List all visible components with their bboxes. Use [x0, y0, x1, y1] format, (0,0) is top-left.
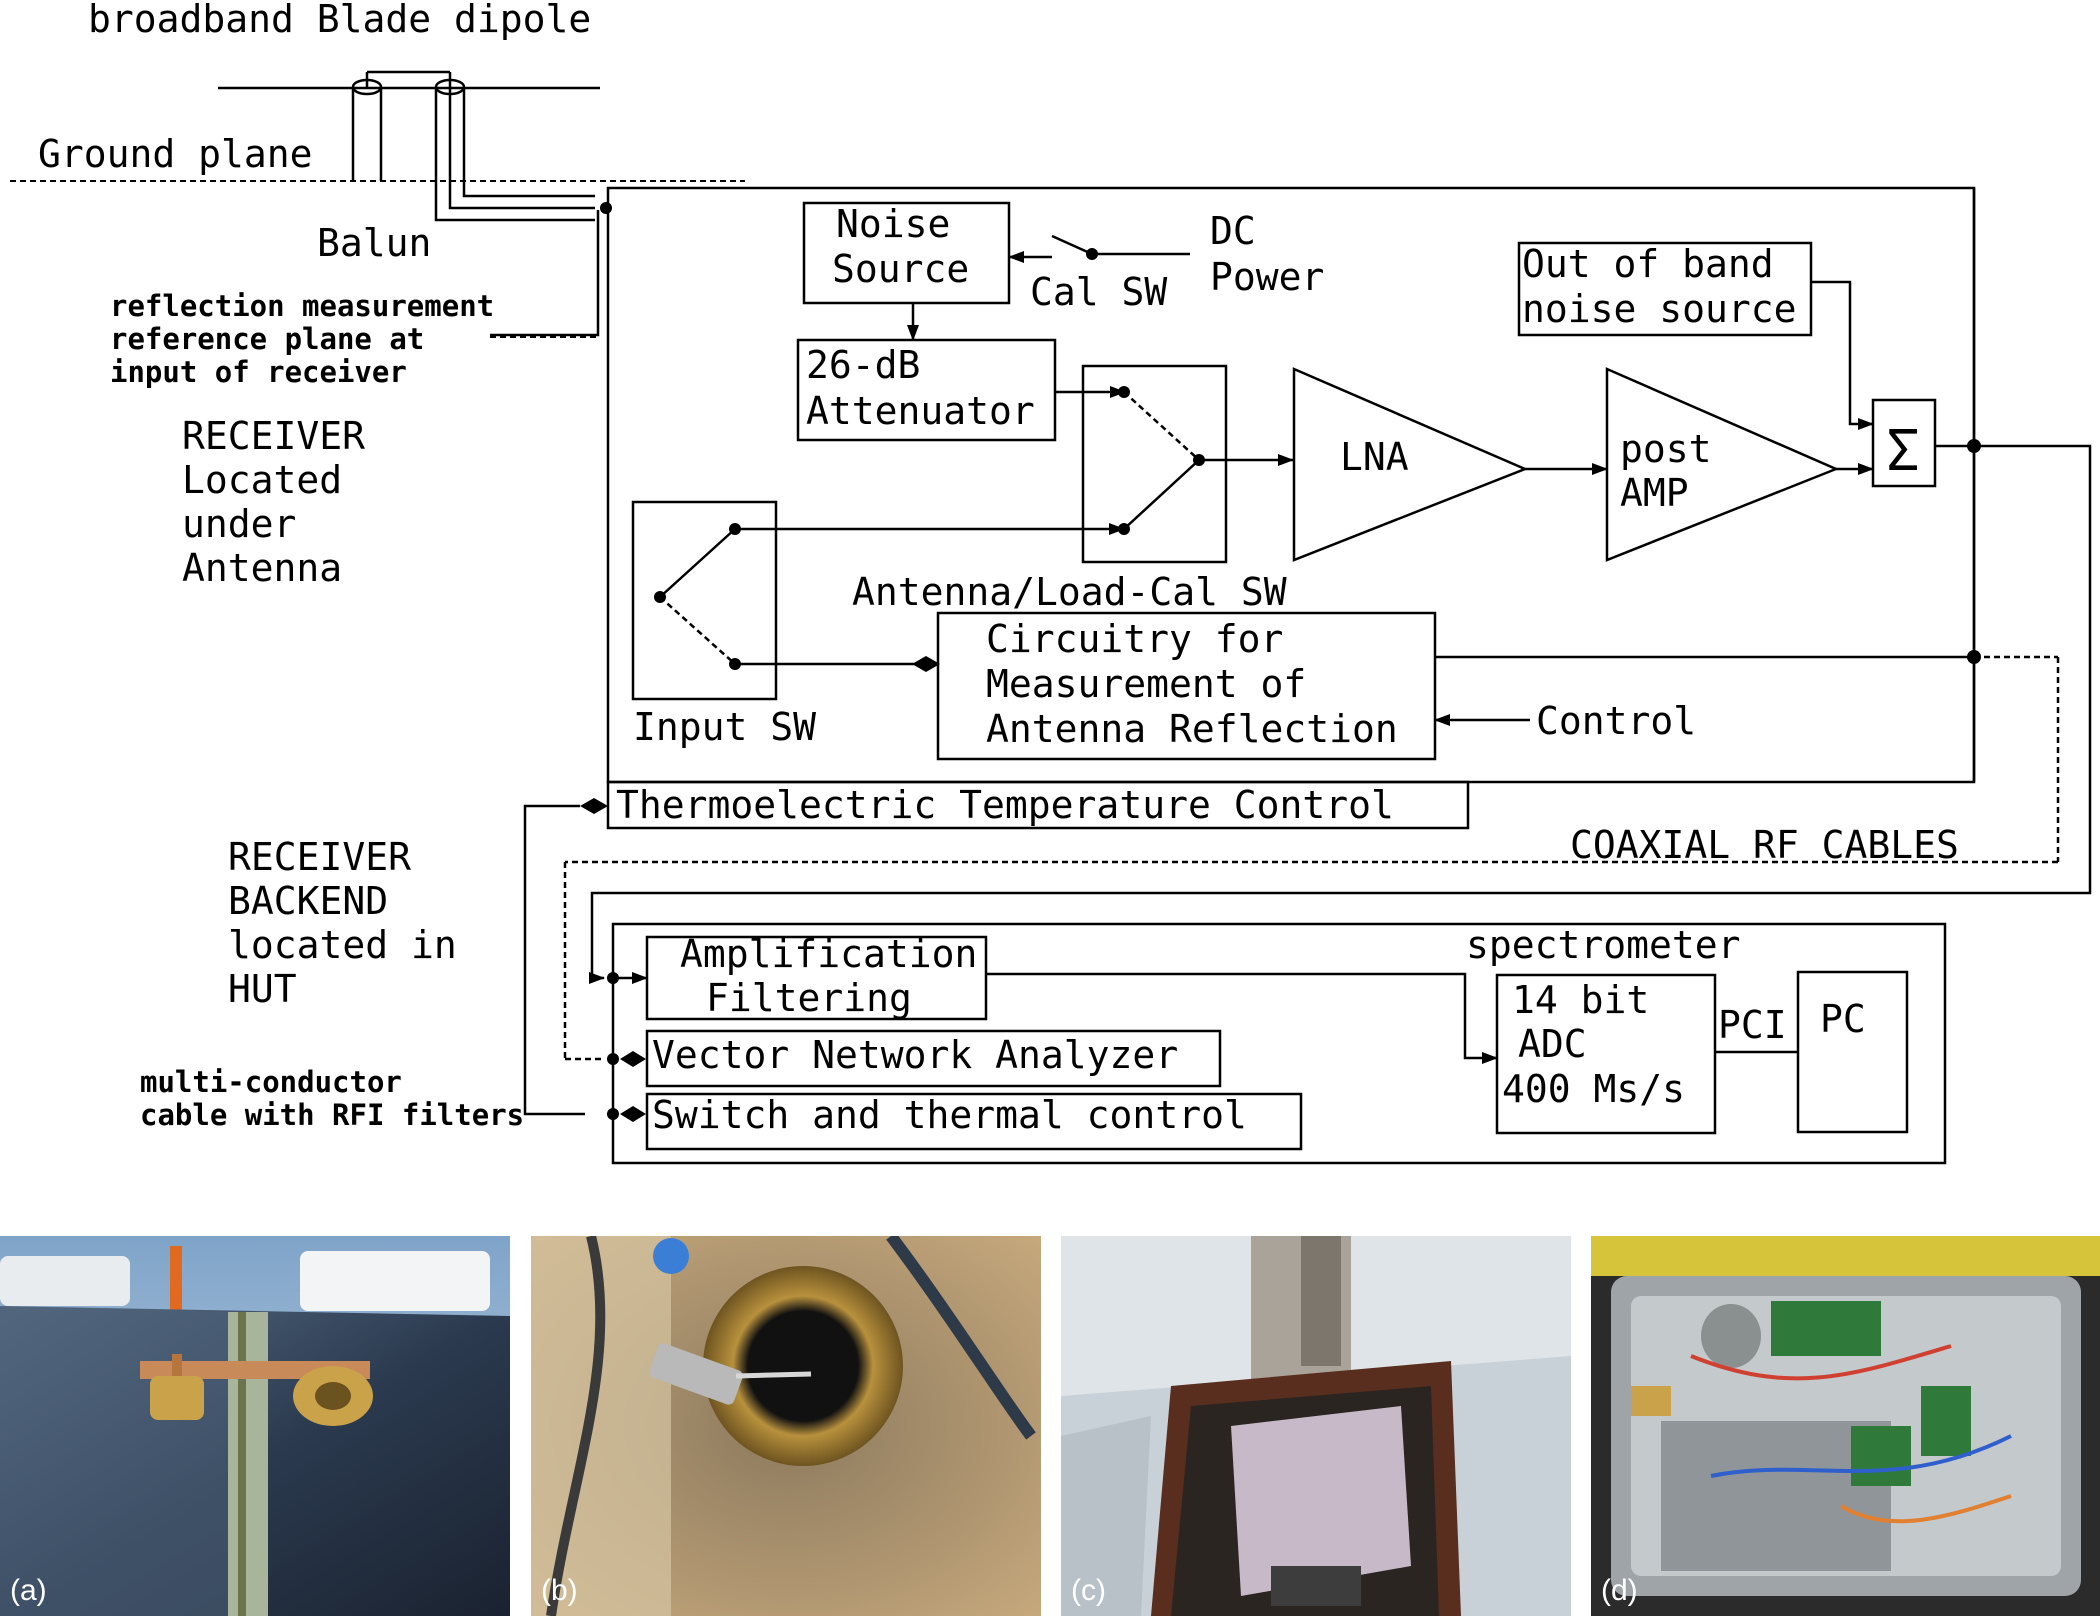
noise-source-label-1: Noise [836, 202, 950, 246]
control-label: Control [1536, 699, 1696, 743]
out-of-band-label-1: Out of band [1522, 242, 1774, 286]
photo-b-balun-connector: (b) [531, 1236, 1041, 1616]
receiver-label-4: Antenna [182, 546, 342, 590]
adc-label-1: 14 bit [1512, 978, 1649, 1022]
sum-symbol: Σ [1886, 419, 1920, 484]
multi-conductor-label-1: multi-conductor [140, 1065, 402, 1099]
photo-b-label: (b) [541, 1574, 578, 1607]
photo-d-label: (d) [1601, 1574, 1638, 1607]
circuitry-label-2: Measurement of [986, 662, 1306, 706]
ref-plane-label-2: reference plane at [110, 322, 424, 356]
pc-label: PC [1820, 997, 1866, 1041]
receiver-label-2: Located [182, 458, 342, 502]
circuitry-label-3: Antenna Reflection [986, 707, 1398, 751]
circuitry-label-1: Circuitry for [986, 617, 1283, 661]
photo-c-receiver-enclosure: (c) [1061, 1236, 1571, 1616]
block-diagram: Σ broadband Blade dipole Ground plane Ba… [10, 0, 2092, 1165]
amp-filter-label-1: Amplification [680, 932, 977, 976]
backend-label-2: BACKEND [228, 879, 388, 923]
backend-label-1: RECEIVER [228, 835, 411, 879]
lna-label: LNA [1340, 435, 1409, 479]
photo-a-blade-dipole: (a) [0, 1236, 510, 1616]
amp-filter-label-2: Filtering [706, 976, 912, 1020]
antenna-title: broadband Blade dipole [88, 0, 591, 41]
coax-label: COAXIAL RF CABLES [1570, 823, 1959, 867]
pci-label: PCI [1718, 1003, 1787, 1047]
attenuator-label-1: 26-dB [806, 343, 920, 387]
antenna-load-cal-sw-label: Antenna/Load-Cal SW [852, 570, 1287, 614]
thermo-label: Thermoelectric Temperature Control [616, 783, 1394, 827]
attenuator-label-2: Attenuator [806, 389, 1035, 433]
dc-power-label-2: Power [1210, 255, 1324, 299]
post-amp-label-1: post [1620, 427, 1712, 471]
receiver-label-3: under [182, 502, 296, 546]
adc-label-3: 400 Ms/s [1502, 1067, 1685, 1111]
backend-label-4: HUT [228, 967, 297, 1011]
photo-a-label: (a) [10, 1574, 47, 1607]
post-amp-label-2: AMP [1620, 471, 1689, 515]
spectrometer-label: spectrometer [1466, 923, 1741, 967]
vna-label: Vector Network Analyzer [652, 1033, 1178, 1077]
dc-power-label-1: DC [1210, 209, 1256, 253]
input-sw-label: Input SW [633, 705, 816, 749]
backend-label-3: located in [228, 923, 457, 967]
receiver-label-1: RECEIVER [182, 414, 365, 458]
ground-plane-label: Ground plane [38, 132, 313, 176]
ref-plane-label-1: reflection measurement [110, 289, 494, 323]
multi-conductor-label-2: cable with RFI filters [140, 1098, 524, 1132]
switch-thermal-label: Switch and thermal control [652, 1093, 1247, 1137]
noise-source-label-2: Source [832, 247, 969, 291]
balun-label: Balun [317, 221, 431, 265]
adc-label-2: ADC [1518, 1022, 1587, 1066]
photo-d-receiver-interior: (d) [1591, 1236, 2100, 1616]
photo-c-label: (c) [1071, 1574, 1106, 1607]
cal-sw-label: Cal SW [1030, 270, 1167, 314]
ref-plane-label-3: input of receiver [110, 355, 407, 389]
out-of-band-label-2: noise source [1522, 287, 1797, 331]
